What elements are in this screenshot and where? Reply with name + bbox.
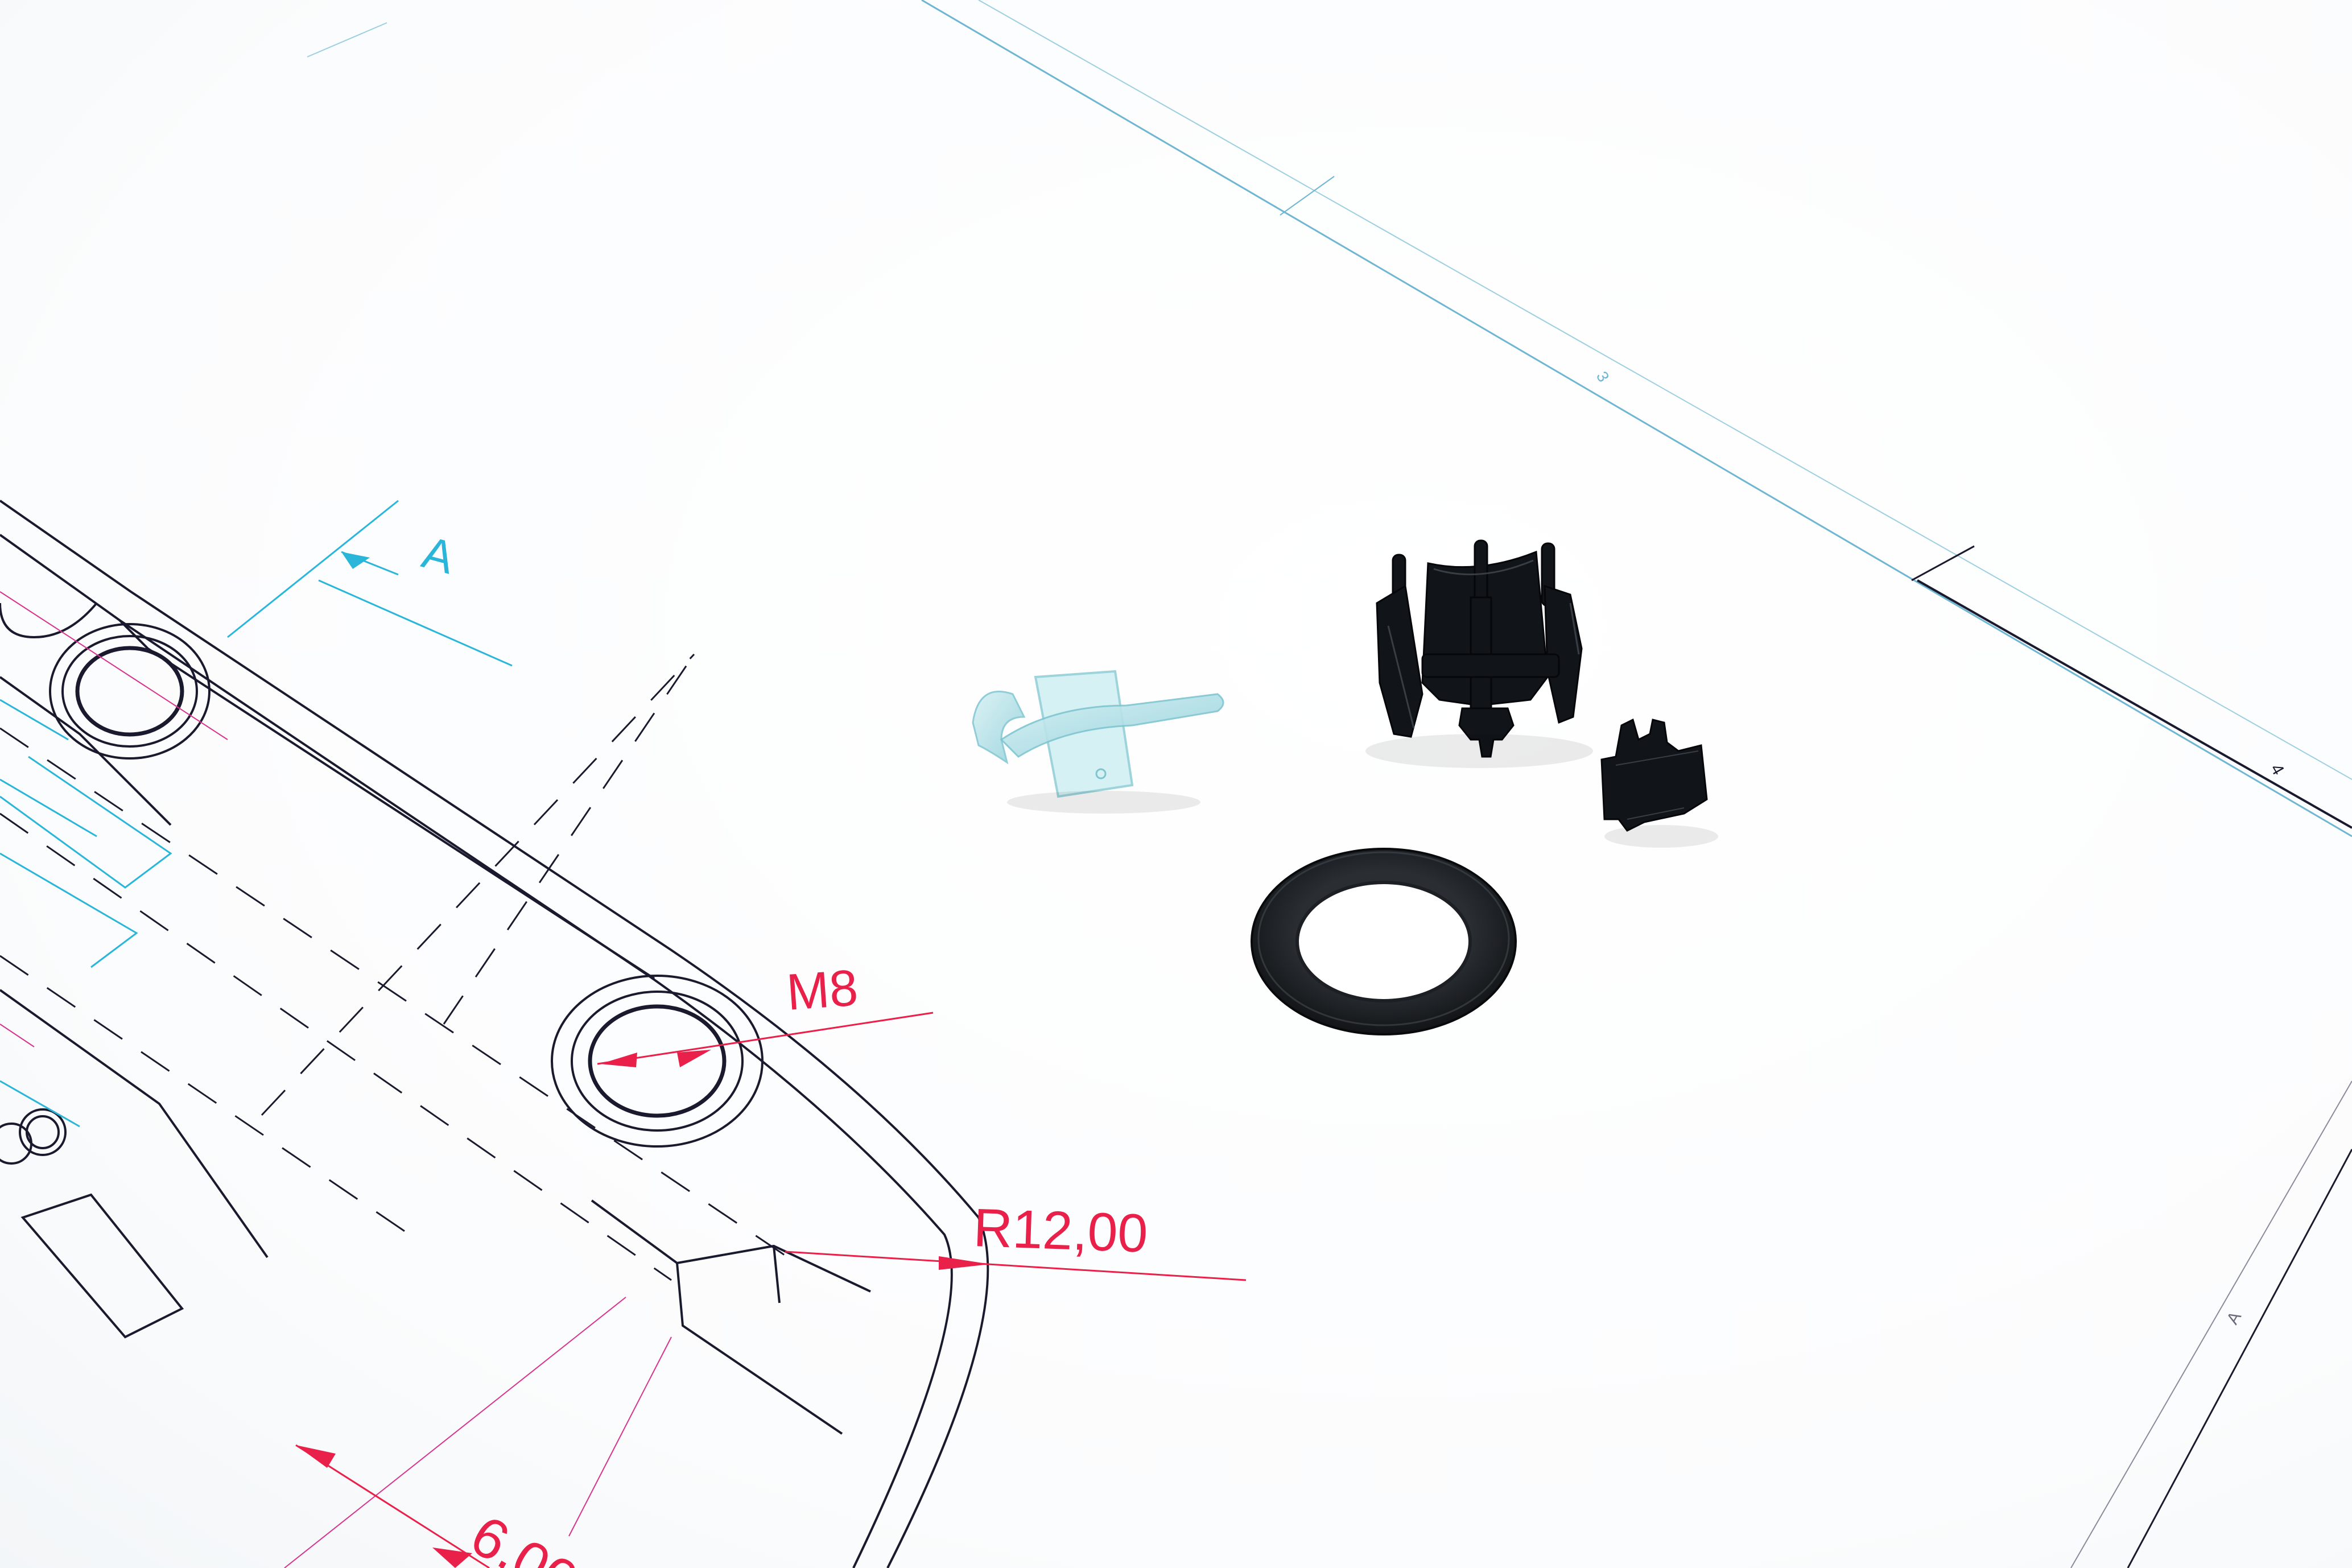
dimension-thread-label: M8: [785, 959, 860, 1021]
dimension-arrowheads: [296, 1050, 990, 1568]
bolt-hole-m8: [551, 975, 764, 1148]
zone-label-4: 4: [2267, 761, 2288, 778]
soft-shadows: [1007, 734, 1718, 848]
section-label: A: [417, 527, 460, 584]
part-outline: [0, 500, 989, 1568]
black-clip-large: [1376, 539, 1583, 758]
black-washer: [1251, 848, 1517, 1035]
hidden-lines: [0, 653, 797, 1281]
section-arrow: [341, 552, 370, 569]
black-clip-small: [1600, 718, 1708, 832]
zone-label-a: A: [2223, 1309, 2245, 1328]
small-clip-highlights: [1615, 750, 1699, 820]
bolt-hole-top-left: [49, 623, 211, 760]
cyan-lines: [0, 500, 513, 1128]
magenta-lines: [0, 591, 672, 1568]
drawing-frame: [307, 0, 2352, 1568]
clip-highlights: [1387, 559, 1580, 729]
zone-label-3: 3: [1593, 369, 1613, 385]
small-hole-left: [0, 1108, 67, 1165]
dimension-lines: [295, 1012, 1247, 1568]
clear-plastic-part: [972, 670, 1224, 798]
dimension-radius-label: R12,00: [972, 1198, 1149, 1264]
